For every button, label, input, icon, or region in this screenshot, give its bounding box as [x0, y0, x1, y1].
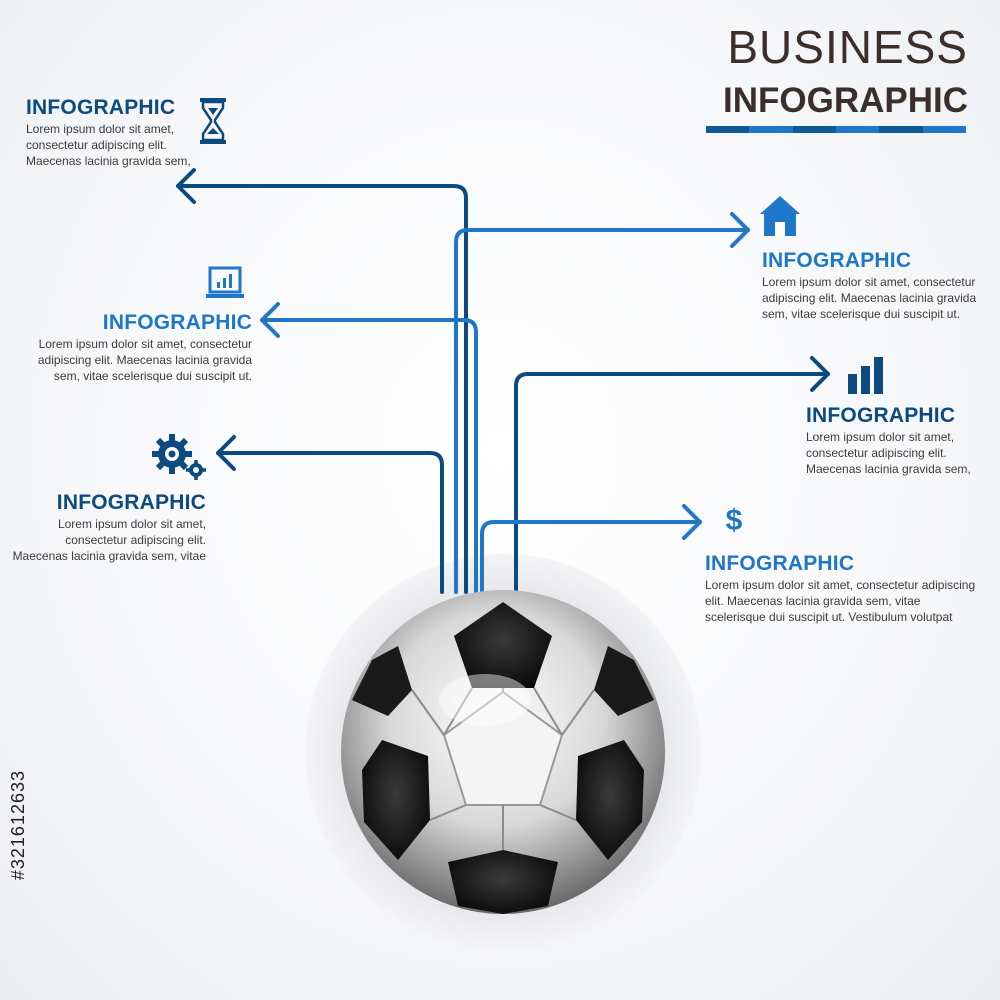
hourglass-icon [200, 98, 226, 144]
arrowhead-low-right [682, 504, 702, 540]
info-block-top-right: INFOGRAPHIC Lorem ipsum dolor sit amet, … [762, 248, 994, 322]
info-text: Lorem ipsum dolor sit amet, consectetur … [806, 429, 994, 477]
connector-top-left [176, 184, 468, 594]
connector-low-right [480, 520, 702, 594]
ball-patch [594, 646, 654, 716]
title-bar-segment [706, 126, 750, 133]
ball-patch [362, 740, 430, 860]
ball-patch [448, 850, 558, 914]
info-block-top-left: INFOGRAPHIC Lorem ipsum dolor sit amet, … [26, 95, 226, 169]
info-line: Lorem ipsum dolor sit amet, consectetur [762, 275, 976, 289]
info-line: Maecenas lacinia gravida sem, vitae [12, 549, 206, 563]
info-line: sem, vitae scelerisque dui suscipit ut. [762, 307, 961, 321]
info-heading: INFOGRAPHIC [806, 404, 956, 427]
dollar-icon: $ [725, 504, 743, 537]
info-text: Lorem ipsum dolor sit amet, consectetur … [26, 121, 226, 169]
ball-patch [352, 646, 412, 716]
info-line: sem, vitae scelerisque dui suscipit ut. [53, 369, 252, 383]
info-line: Lorem ipsum dolor sit amet, [57, 517, 206, 531]
soccer-ball [341, 590, 665, 914]
connector-mid-right [514, 372, 830, 594]
info-line: Maecenas lacinia gravida sem, [26, 154, 191, 168]
info-text: Lorem ipsum dolor sit amet, consectetur … [705, 577, 995, 625]
title-bar-segment [749, 126, 793, 133]
info-text: Lorem ipsum dolor sit amet, consectetur … [6, 336, 252, 384]
info-block-low-left: INFOGRAPHIC Lorem ipsum dolor sit amet, … [6, 490, 206, 564]
info-line: Maecenas lacinia gravida sem, [806, 462, 971, 476]
info-heading: INFOGRAPHIC [26, 96, 176, 119]
info-line: Lorem ipsum dolor sit amet, consectetur [38, 337, 252, 351]
info-block-mid-left: INFOGRAPHIC Lorem ipsum dolor sit amet, … [6, 310, 252, 384]
arrowhead-low-left [216, 435, 236, 471]
page-subtitle: INFOGRAPHIC [723, 81, 968, 120]
info-heading: INFOGRAPHIC [102, 311, 252, 334]
title-bar-segment [792, 126, 836, 133]
info-line: scelerisque dui suscipit ut. Vestibulum … [705, 610, 953, 624]
title-bar-segment [922, 126, 966, 133]
info-block-mid-right: INFOGRAPHIC Lorem ipsum dolor sit amet, … [806, 403, 994, 477]
bar-chart-icon [848, 357, 883, 394]
ball-patch [454, 602, 552, 688]
info-text: Lorem ipsum dolor sit amet, consectetur … [762, 274, 994, 322]
laptop-chart-icon [206, 266, 244, 298]
page-title: BUSINESS [727, 21, 968, 73]
info-heading: INFOGRAPHIC [56, 491, 206, 514]
info-line: elit. Maecenas lacinia gravida sem, vita… [705, 594, 921, 608]
info-text: Lorem ipsum dolor sit amet, consectetur … [6, 516, 206, 564]
arrowhead-mid-right [810, 356, 830, 392]
gears-icon [152, 434, 206, 480]
info-line: consectetur adipiscing elit. [806, 446, 947, 460]
stock-id-text: #321612633 [8, 770, 28, 881]
title-bar-segment [879, 126, 923, 133]
info-line: Lorem ipsum dolor sit amet, [26, 122, 175, 136]
info-heading: INFOGRAPHIC [762, 249, 912, 272]
info-line: Lorem ipsum dolor sit amet, consectetur … [705, 578, 976, 592]
arrowhead-top-right [730, 212, 750, 248]
title-bar-segment [835, 126, 880, 133]
title-underline-bar [706, 126, 966, 133]
info-block-low-right: INFOGRAPHIC Lorem ipsum dolor sit amet, … [705, 551, 995, 625]
ball-patch [576, 740, 644, 860]
info-heading: INFOGRAPHIC [705, 552, 855, 575]
info-line: adipiscing elit. Maecenas lacinia gravid… [762, 291, 977, 305]
connector-low-left [216, 451, 444, 594]
house-icon [760, 196, 800, 236]
arrowhead-top-left [176, 168, 196, 204]
info-line: consectetur adipiscing elit. [65, 533, 206, 547]
info-line: adipiscing elit. Maecenas lacinia gravid… [37, 353, 252, 367]
connector-top-right [454, 228, 750, 594]
arrowhead-mid-left [260, 302, 280, 338]
info-line: consectetur adipiscing elit. [26, 138, 167, 152]
info-line: Lorem ipsum dolor sit amet, [806, 430, 955, 444]
connector-mid-left [260, 318, 478, 594]
